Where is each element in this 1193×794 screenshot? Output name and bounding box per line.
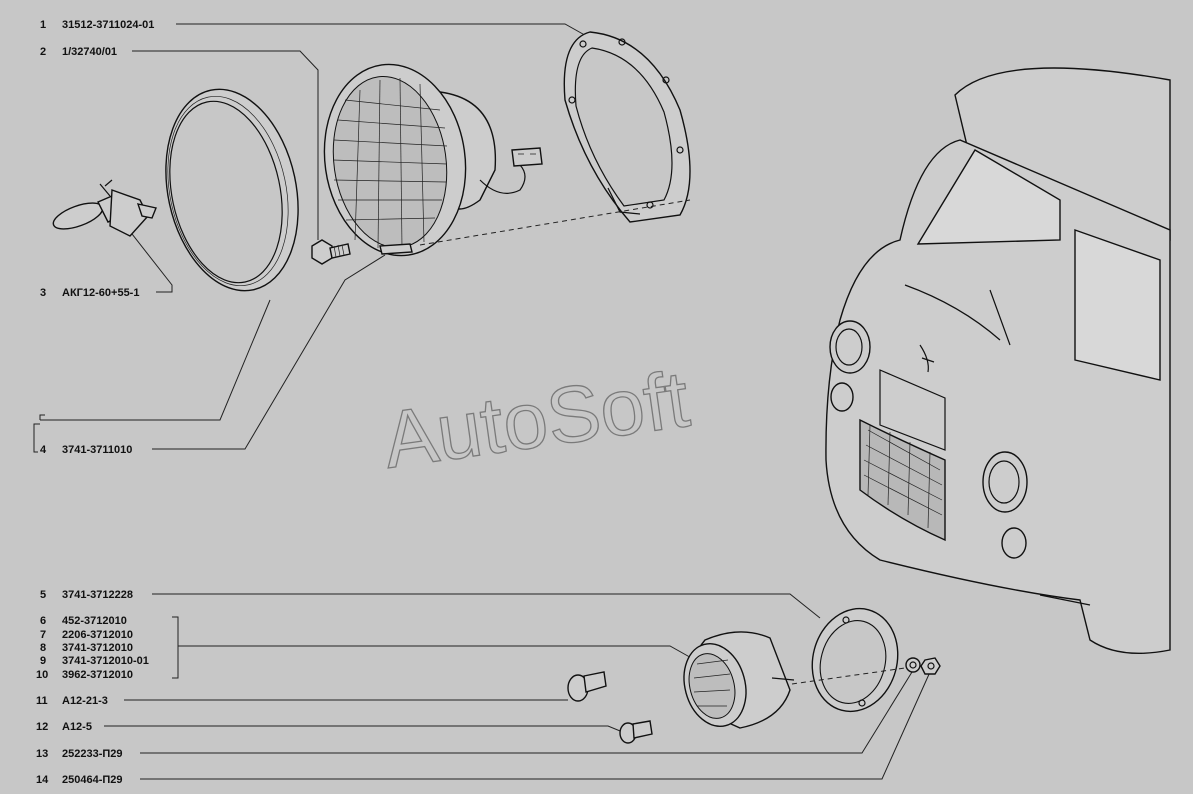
callout-number: 11 (36, 695, 48, 707)
side-lamp-housing[interactable] (675, 631, 795, 733)
callout-code: 2206-3712010 (62, 629, 133, 641)
callout-number: 5 (40, 589, 46, 601)
callout-number: 4 (40, 444, 47, 456)
callout-number: 10 (36, 669, 48, 681)
callout-code: 3741-3711010 (62, 444, 132, 456)
callout-number: 1 (40, 19, 46, 31)
callout-code: 1/32740/01 (62, 46, 117, 58)
callout-11[interactable]: 11 А12-21-3 (36, 695, 108, 707)
callout-code: 3741-3712010-01 (62, 655, 149, 667)
callout-1[interactable]: 1 31512-3711024-01 (40, 19, 154, 31)
watermark: AutoSoft (378, 354, 694, 485)
callout-2[interactable]: 2 1/32740/01 (40, 46, 117, 58)
callout-5[interactable]: 5 3741-3712228 (40, 589, 133, 601)
alignment-axis (419, 199, 691, 246)
callout-number: 6 (40, 615, 46, 627)
callout-code: А12-21-3 (62, 695, 108, 707)
headlamp-rim[interactable] (148, 77, 316, 303)
callout-code: 252233-П29 (62, 748, 123, 760)
callout-12[interactable]: 12 А12-5 (36, 721, 92, 733)
callout-number: 3 (40, 287, 46, 299)
lamp-axis (791, 667, 906, 685)
callout-code: А12-5 (62, 721, 92, 733)
callout-8[interactable]: 8 3741-3712010 (40, 642, 133, 654)
callout-14[interactable]: 14 250464-П29 (36, 774, 123, 786)
headlamp-bulb[interactable] (50, 179, 157, 237)
callout-code: АКГ12-60+55-1 (62, 287, 139, 299)
callout-9[interactable]: 9 3741-3712010-01 (40, 655, 149, 667)
callout-number: 7 (40, 629, 46, 641)
nut[interactable] (920, 657, 941, 675)
callout-code: 3741-3712228 (62, 589, 133, 601)
callout-code: 3962-3712010 (62, 669, 133, 681)
callout-3[interactable]: 3 АКГ12-60+55-1 (40, 287, 139, 299)
callout-list: 1 31512-3711024-01 2 1/32740/01 3 АКГ12-… (36, 19, 154, 786)
callout-13[interactable]: 13 252233-П29 (36, 748, 123, 760)
bulb-a12-5[interactable] (619, 720, 653, 744)
callout-number: 9 (40, 655, 46, 667)
lock-washer[interactable] (905, 657, 921, 673)
callout-number: 13 (36, 748, 48, 760)
callout-code: 31512-3711024-01 (62, 19, 154, 31)
callout-code: 3741-3712010 (62, 642, 133, 654)
callout-code: 250464-П29 (62, 774, 123, 786)
callout-6[interactable]: 6 452-3712010 (40, 615, 127, 627)
vehicle-front[interactable] (825, 67, 1171, 654)
mounting-ring[interactable] (563, 31, 691, 223)
callout-10[interactable]: 10 3962-3712010 (36, 669, 133, 681)
callout-7[interactable]: 7 2206-3712010 (40, 629, 133, 641)
adjust-screw[interactable] (311, 239, 351, 265)
callout-number: 2 (40, 46, 46, 58)
callout-number: 14 (36, 774, 49, 786)
side-lamp-gasket[interactable] (801, 599, 909, 721)
leader-lines (33, 23, 931, 780)
callout-code: 452-3712010 (62, 615, 127, 627)
headlamp-unit[interactable] (312, 55, 543, 265)
callout-number: 12 (36, 721, 48, 733)
callout-number: 8 (40, 642, 46, 654)
bulb-a12-21[interactable] (567, 671, 607, 702)
callout-4[interactable]: 4 3741-3711010 (40, 444, 132, 456)
